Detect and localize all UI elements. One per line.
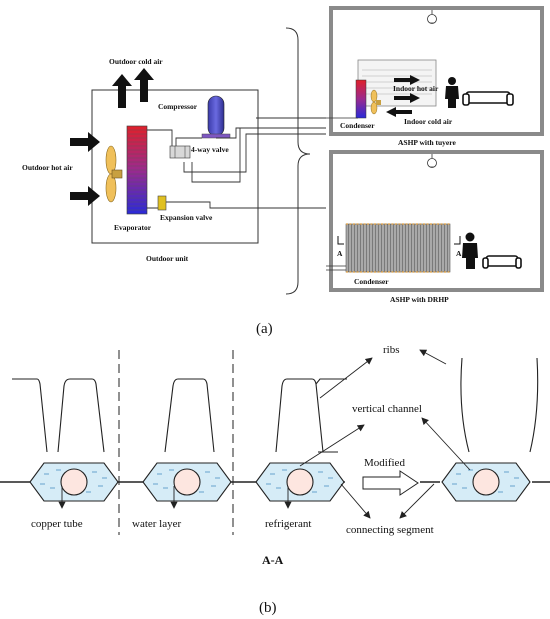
- person-icon: [462, 232, 478, 269]
- ribs-label: ribs: [383, 344, 400, 356]
- evaporator-label: Evaporator: [114, 223, 152, 232]
- water-dashes: [153, 469, 220, 493]
- copper-tube-circle: [286, 468, 314, 496]
- compressor-icon: [201, 95, 231, 139]
- lamp-icon: [427, 10, 437, 24]
- water-dashes: [452, 469, 519, 493]
- copper-tube-circle: [472, 468, 500, 496]
- lamp-icon: [427, 154, 437, 168]
- sofa-icon: [462, 91, 514, 106]
- indoor-cold-air-label: Indoor cold air: [404, 117, 453, 126]
- panel-b: Modified ribs vertical channel copper tu…: [0, 344, 550, 616]
- section-mark-left: A: [337, 249, 343, 258]
- modified-tube-unit: [441, 462, 531, 502]
- tuyere-caption: ASHP with tuyere: [398, 138, 456, 147]
- hot-air-arrows: [70, 132, 100, 206]
- vertical-channel-label: vertical channel: [352, 403, 422, 415]
- water-dashes: [40, 469, 107, 493]
- tube-unit: [29, 462, 119, 502]
- expansion-valve-label: Expansion valve: [160, 213, 213, 222]
- refrigerant-label: refrigerant: [265, 518, 311, 530]
- panel-a-label: (a): [256, 321, 273, 337]
- water-layer-label: water layer: [132, 518, 181, 530]
- copper-tube-label: copper tube: [31, 518, 83, 530]
- section-mark-right: A: [456, 249, 462, 258]
- person-icon: [445, 77, 459, 108]
- refrigerant-piping: [147, 117, 326, 209]
- annotation-lines: [58, 349, 471, 519]
- outdoor-cold-air-label: Outdoor cold air: [109, 57, 163, 66]
- drhp-caption: ASHP with DRHP: [390, 295, 449, 304]
- section-label: A-A: [262, 553, 284, 567]
- indoor-condenser-coil: [355, 79, 367, 119]
- cold-air-arrows: [112, 68, 154, 108]
- tube-unit: [142, 462, 232, 502]
- four-way-valve-icon: [169, 145, 191, 159]
- tube-units: [29, 462, 531, 502]
- tube-unit: [255, 462, 345, 502]
- drhp-radiator-panel: [345, 223, 451, 273]
- copper-tube-circle: [60, 468, 88, 496]
- dashed-dividers: [118, 350, 234, 535]
- modified-rib-profile: [460, 357, 539, 453]
- tuyere-condenser-label: Condenser: [340, 121, 375, 130]
- compressor-label: Compressor: [158, 102, 198, 111]
- rib-profile: [12, 378, 338, 453]
- indoor-hot-air-label: Indoor hot air: [393, 84, 439, 93]
- panel-b-label: (b): [259, 600, 277, 616]
- drhp-condenser-label: Condenser: [354, 277, 389, 286]
- copper-tube-circle: [173, 468, 201, 496]
- panel-a: Outdoor cold air Outdoor hot air Evapora…: [22, 6, 544, 337]
- connecting-segment-label: connecting segment: [346, 524, 434, 536]
- water-dashes: [266, 469, 333, 493]
- modified-label: Modified: [364, 457, 405, 469]
- expansion-valve-icon: [157, 195, 167, 211]
- modified-arrow: [362, 470, 419, 496]
- indoor-air-arrows: [386, 75, 420, 117]
- four-way-valve-label: 4-way valve: [191, 145, 229, 154]
- outdoor-unit-label: Outdoor unit: [146, 254, 189, 263]
- outdoor-unit-box: [91, 89, 259, 244]
- section-marks: [337, 236, 461, 245]
- brace: [285, 27, 311, 295]
- sofa-icon: [482, 255, 522, 269]
- room-drhp: A A Condenser: [326, 150, 544, 292]
- indoor-fan-icon: [370, 89, 381, 115]
- room-tuyere: Indoor hot air Indoor cold air Condenser: [326, 6, 544, 136]
- fan-icon: [105, 145, 123, 203]
- outdoor-hot-air-label: Outdoor hot air: [22, 163, 73, 172]
